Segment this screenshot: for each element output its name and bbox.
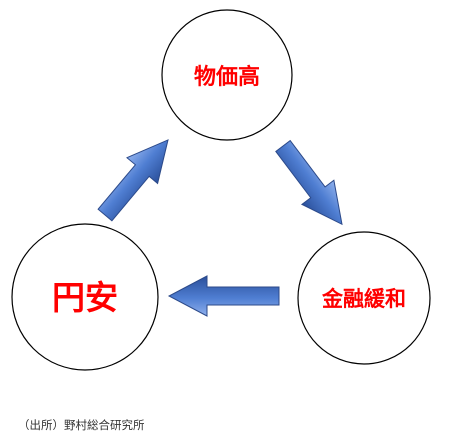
arrow-price-rise-to-monetary-easing bbox=[275, 139, 343, 226]
source-note: （出所）野村総合研究所 bbox=[18, 418, 145, 432]
arrow-price-rise-to-monetary-easing-shape bbox=[275, 139, 343, 226]
node-price-rise: 物価高 bbox=[161, 9, 293, 141]
arrow-weak-yen-to-price-rise bbox=[97, 139, 169, 222]
node-monetary-easing-circle bbox=[297, 231, 431, 365]
node-weak-yen-label: 円安 bbox=[52, 278, 118, 317]
arrow-monetary-easing-to-weak-yen-shape bbox=[167, 275, 280, 317]
node-monetary-easing: 金融緩和 bbox=[297, 231, 431, 365]
node-weak-yen: 円安 bbox=[11, 223, 159, 371]
node-price-rise-label: 物価高 bbox=[194, 64, 260, 90]
node-weak-yen-circle bbox=[11, 223, 159, 371]
arrow-monetary-easing-to-weak-yen bbox=[167, 275, 280, 317]
arrow-weak-yen-to-price-rise-shape bbox=[97, 139, 169, 222]
node-price-rise-circle bbox=[161, 9, 293, 141]
node-monetary-easing-label: 金融緩和 bbox=[321, 287, 406, 311]
